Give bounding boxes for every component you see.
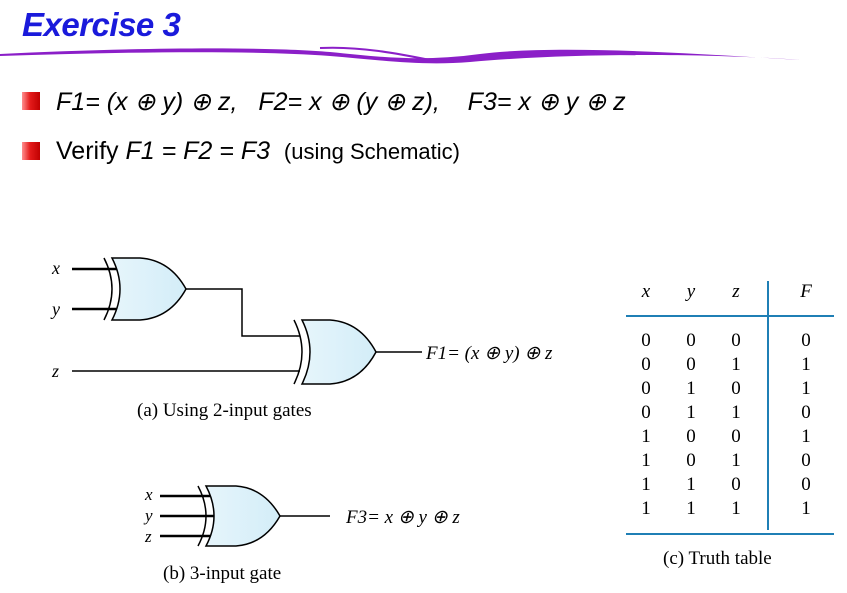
truth-table-cell: 0 — [641, 378, 651, 399]
circuit-a — [72, 257, 422, 385]
truth-table-cell: 1 — [801, 426, 811, 447]
verify-text: Verify — [56, 137, 126, 165]
truth-table-header-cell: x — [641, 281, 651, 302]
circuit-b-input-y: y — [143, 506, 153, 525]
circuit-a-input-x: x — [51, 258, 60, 278]
truth-table-cell: 0 — [731, 330, 741, 351]
circuit-a-input-y: y — [50, 299, 60, 319]
bullet-marker — [22, 92, 40, 110]
truth-table-cell: 0 — [731, 378, 741, 399]
truth-table-header-cell: z — [731, 281, 740, 302]
truth-table-cell: 1 — [641, 426, 651, 447]
circuit-b-caption: (b) 3-input gate — [163, 563, 281, 584]
f1-equation: = (x ⊕ y) ⊕ z, — [85, 88, 238, 116]
truth-table-cell: 0 — [641, 330, 651, 351]
truth-table-cell: 1 — [686, 474, 696, 495]
page-title: Exercise 3 — [22, 6, 181, 43]
truth-table-cell: 0 — [801, 474, 811, 495]
f2-equation: = x ⊕ (y ⊕ z), — [287, 88, 440, 116]
truth-table-cell: 0 — [641, 354, 651, 375]
title-underline-swoosh — [0, 46, 800, 64]
truth-table-cell: 0 — [801, 450, 811, 471]
truth-table-cell: 1 — [731, 498, 741, 519]
truth-table-cell: 1 — [641, 450, 651, 471]
verify-note: (using Schematic) — [283, 139, 460, 164]
truth-table-header-cell: y — [685, 281, 696, 302]
f1-label: F1 — [56, 88, 86, 116]
truth-table-cell: 0 — [731, 474, 741, 495]
truth-table-cell: 1 — [801, 498, 811, 519]
truth-table-cell: 0 — [686, 426, 696, 447]
xor-gate-1 — [103, 257, 187, 321]
truth-table-cell: 0 — [731, 426, 741, 447]
truth-table-cell: 0 — [686, 450, 696, 471]
truth-table-caption: (c) Truth table — [663, 548, 772, 569]
verify-line: Verify F1 = F2 = F3 (using Schematic) — [56, 137, 460, 166]
verify-equation: F1 = F2 = F3 — [125, 137, 270, 165]
truth-table-cell: 0 — [686, 354, 696, 375]
truth-table-cell: 0 — [801, 402, 811, 423]
truth-table-cell: 1 — [641, 474, 651, 495]
truth-table: x y z F 0 0 0 0 0 0 1 1 0 1 0 1 0 1 1 0 1 0 0 1 1 0 1 0 1 1 0 0 1 1 1 1 — [626, 281, 834, 535]
circuit-a-output-label: F1= (x ⊕ y) ⊕ z — [425, 343, 553, 364]
truth-table-body: 0 0 0 0 0 0 1 1 0 1 0 1 0 1 1 0 1 0 0 1 1 0 1 0 1 1 0 0 1 1 1 1 — [641, 330, 811, 519]
circuit-b-output-label: F3= x ⊕ y ⊕ z — [345, 507, 460, 528]
truth-table-cell: 1 — [731, 354, 741, 375]
bullet-marker — [22, 142, 40, 160]
truth-table-cell: 0 — [686, 330, 696, 351]
circuit-b-input-z: z — [144, 527, 152, 546]
circuit-b-input-x: x — [144, 485, 153, 504]
truth-table-header-cell: F — [799, 281, 812, 302]
f2-label: F2 — [258, 88, 288, 116]
xor-gate-3input — [197, 485, 281, 547]
truth-table-cell: 1 — [731, 402, 741, 423]
circuit-a-input-z: z — [51, 361, 59, 381]
truth-table-cell: 1 — [731, 450, 741, 471]
truth-table-cell: 0 — [641, 402, 651, 423]
truth-table-cell: 1 — [801, 378, 811, 399]
circuit-b — [160, 485, 330, 547]
f3-label: F3 — [467, 88, 497, 116]
equations-line: F1= (x ⊕ y) ⊕ z, F2= x ⊕ (y ⊕ z), F3= x … — [56, 87, 626, 117]
circuit-a-caption: (a) Using 2-input gates — [137, 400, 312, 421]
truth-table-cell: 0 — [801, 330, 811, 351]
truth-table-cell: 1 — [801, 354, 811, 375]
truth-table-cell: 1 — [641, 498, 651, 519]
truth-table-cell: 1 — [686, 378, 696, 399]
truth-table-cell: 1 — [686, 498, 696, 519]
truth-table-cell: 1 — [686, 402, 696, 423]
xor-gate-2 — [293, 319, 377, 385]
f3-equation: = x ⊕ y ⊕ z — [496, 88, 626, 116]
